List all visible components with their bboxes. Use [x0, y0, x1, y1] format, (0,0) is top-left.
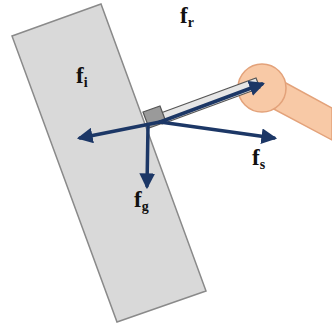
force-label: fr — [180, 4, 194, 30]
force-label: fi — [76, 64, 88, 90]
force-vector-s — [160, 122, 274, 138]
force-vector-r — [160, 84, 262, 122]
force-label: fs — [252, 146, 265, 172]
force-label: fg — [134, 188, 149, 214]
board — [12, 4, 206, 322]
force-vector-g — [147, 126, 148, 186]
